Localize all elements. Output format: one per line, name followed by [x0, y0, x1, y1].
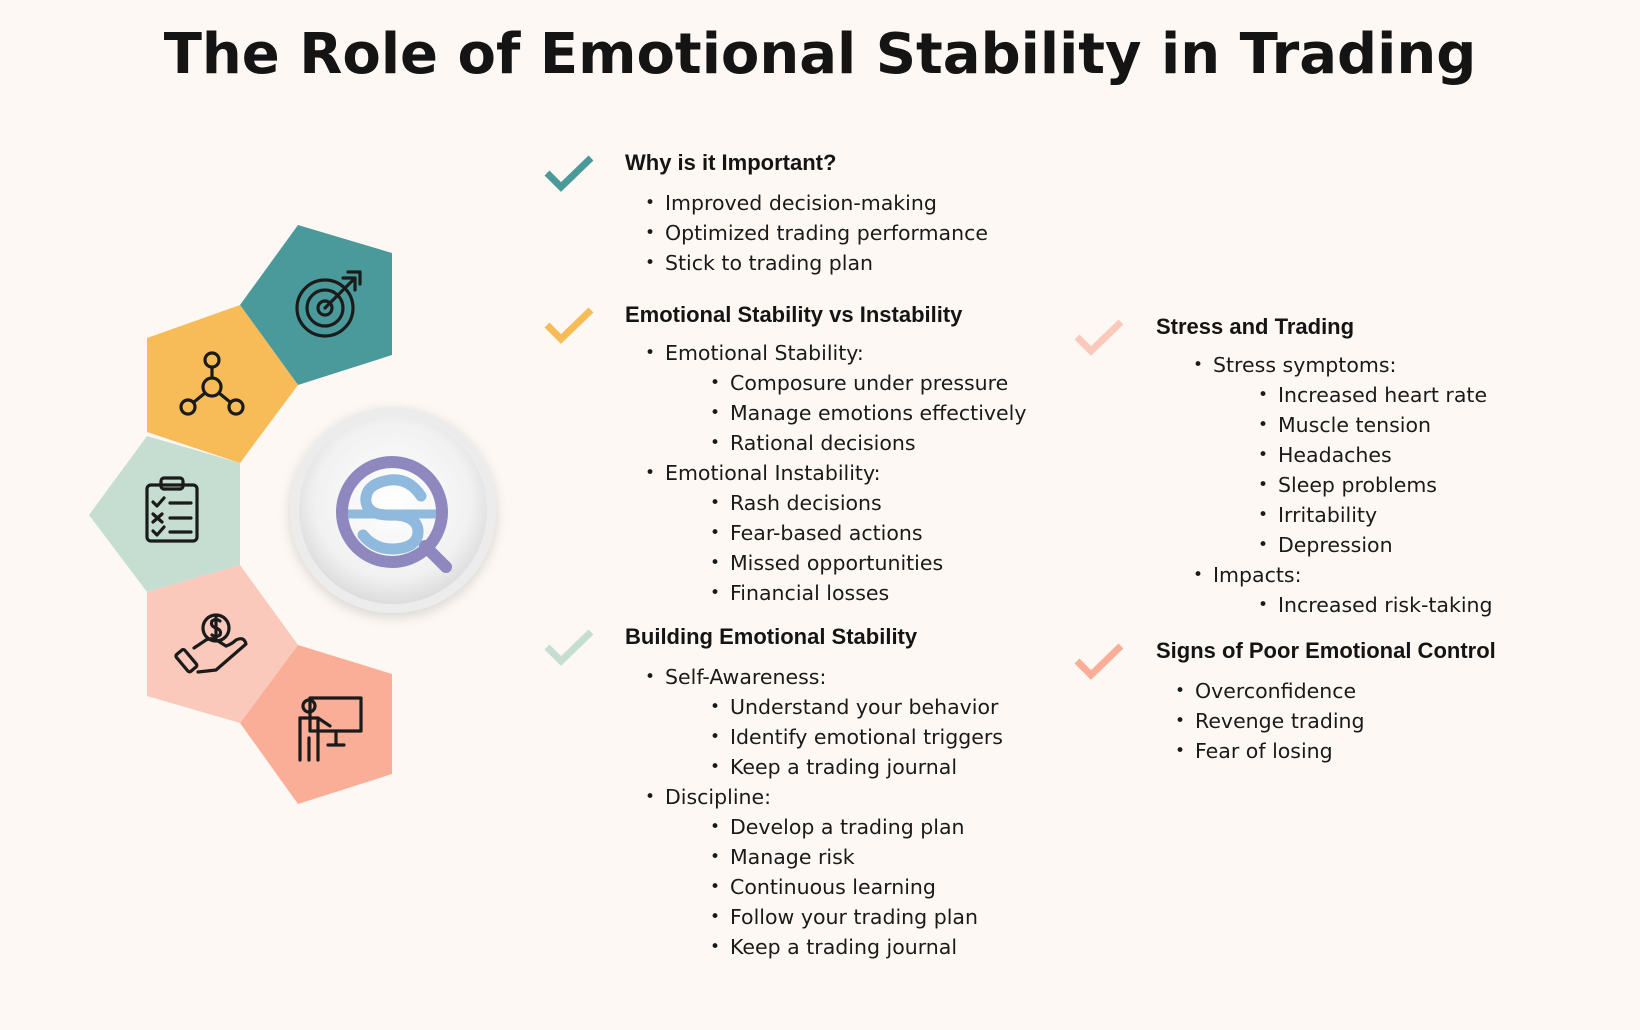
sq-logo	[290, 407, 496, 613]
sub-heading: Self-Awareness:	[665, 665, 827, 689]
list-item: Follow your trading plan	[710, 902, 1003, 932]
list-item: Missed opportunities	[710, 548, 1026, 578]
sub-list: Increased risk-taking	[1258, 590, 1493, 620]
list-item: Sleep problems	[1258, 470, 1493, 500]
list-item: Emotional Stability: Composure under pre…	[645, 338, 1026, 458]
list-item: Manage risk	[710, 842, 1003, 872]
check-icon	[544, 629, 594, 666]
sub-heading: Emotional Stability:	[665, 341, 864, 365]
list-item: Revenge trading	[1175, 706, 1365, 736]
list-item: Depression	[1258, 530, 1493, 560]
sub-list: Develop a trading plan Manage risk Conti…	[710, 812, 1003, 962]
list-item: Fear of losing	[1175, 736, 1365, 766]
list-item: Understand your behavior	[710, 692, 1003, 722]
money-hand-icon	[174, 613, 248, 674]
bullet-list: Stress symptoms: Increased heart rate Mu…	[1193, 350, 1493, 620]
petal-salmon	[240, 645, 392, 804]
list-item: Increased heart rate	[1258, 380, 1493, 410]
petal-teal	[240, 225, 392, 385]
check-icon	[1074, 643, 1124, 680]
sub-list: Increased heart rate Muscle tension Head…	[1258, 380, 1493, 560]
petal-yellow	[147, 305, 298, 463]
sub-heading: Discipline:	[665, 785, 772, 809]
section-title: Building Emotional Stability	[625, 624, 918, 649]
list-item: Discipline: Develop a trading plan Manag…	[645, 782, 1003, 962]
sub-heading: Emotional Instability:	[665, 461, 881, 485]
list-item: Overconfidence	[1175, 676, 1365, 706]
checklist-icon	[145, 476, 199, 543]
sub-list: Understand your behavior Identify emotio…	[710, 692, 1003, 782]
sub-heading: Stress symptoms:	[1213, 353, 1397, 377]
list-item: Fear-based actions	[710, 518, 1026, 548]
check-icon	[544, 155, 594, 192]
list-item: Emotional Instability: Rash decisions Fe…	[645, 458, 1026, 608]
sub-list: Composure under pressure Manage emotions…	[710, 368, 1026, 458]
list-item: Stress symptoms: Increased heart rate Mu…	[1193, 350, 1493, 560]
list-item: Financial losses	[710, 578, 1026, 608]
section-title: Why is it Important?	[625, 150, 837, 175]
list-item: Rational decisions	[710, 428, 1026, 458]
petal-sage	[89, 436, 240, 592]
network-icon	[179, 351, 245, 416]
list-item: Optimized trading performance	[645, 218, 988, 248]
list-item: Increased risk-taking	[1258, 590, 1493, 620]
list-item: Rash decisions	[710, 488, 1026, 518]
sub-heading: Impacts:	[1213, 563, 1302, 587]
bullet-list: Self-Awareness: Understand your behavior…	[645, 662, 1003, 962]
list-item: Improved decision-making	[645, 188, 988, 218]
bullet-list: Emotional Stability: Composure under pre…	[645, 338, 1026, 608]
list-item: Keep a trading journal	[710, 932, 1003, 962]
list-item: Keep a trading journal	[710, 752, 1003, 782]
list-item: Manage emotions effectively	[710, 398, 1026, 428]
bullet-list: Improved decision-making Optimized tradi…	[645, 188, 988, 278]
list-item: Continuous learning	[710, 872, 1003, 902]
sub-list: Rash decisions Fear-based actions Missed…	[710, 488, 1026, 608]
check-icon	[1074, 319, 1124, 356]
list-item: Impacts: Increased risk-taking	[1193, 560, 1493, 620]
list-item: Self-Awareness: Understand your behavior…	[645, 662, 1003, 782]
list-item: Identify emotional triggers	[710, 722, 1003, 752]
list-item: Irritability	[1258, 500, 1493, 530]
bullet-list: Overconfidence Revenge trading Fear of l…	[1175, 676, 1365, 766]
presenter-icon	[298, 696, 363, 762]
list-item: Muscle tension	[1258, 410, 1493, 440]
check-icon	[544, 307, 594, 344]
pentagon-graphic	[89, 225, 496, 804]
list-item: Headaches	[1258, 440, 1493, 470]
list-item: Stick to trading plan	[645, 248, 988, 278]
section-title: Stress and Trading	[1156, 314, 1355, 339]
section-title: Signs of Poor Emotional Control	[1156, 638, 1496, 663]
list-item: Develop a trading plan	[710, 812, 1003, 842]
section-title: Emotional Stability vs Instability	[625, 302, 963, 327]
page-title: The Role of Emotional Stability in Tradi…	[163, 22, 1477, 87]
list-item: Composure under pressure	[710, 368, 1026, 398]
target-icon	[295, 270, 362, 338]
